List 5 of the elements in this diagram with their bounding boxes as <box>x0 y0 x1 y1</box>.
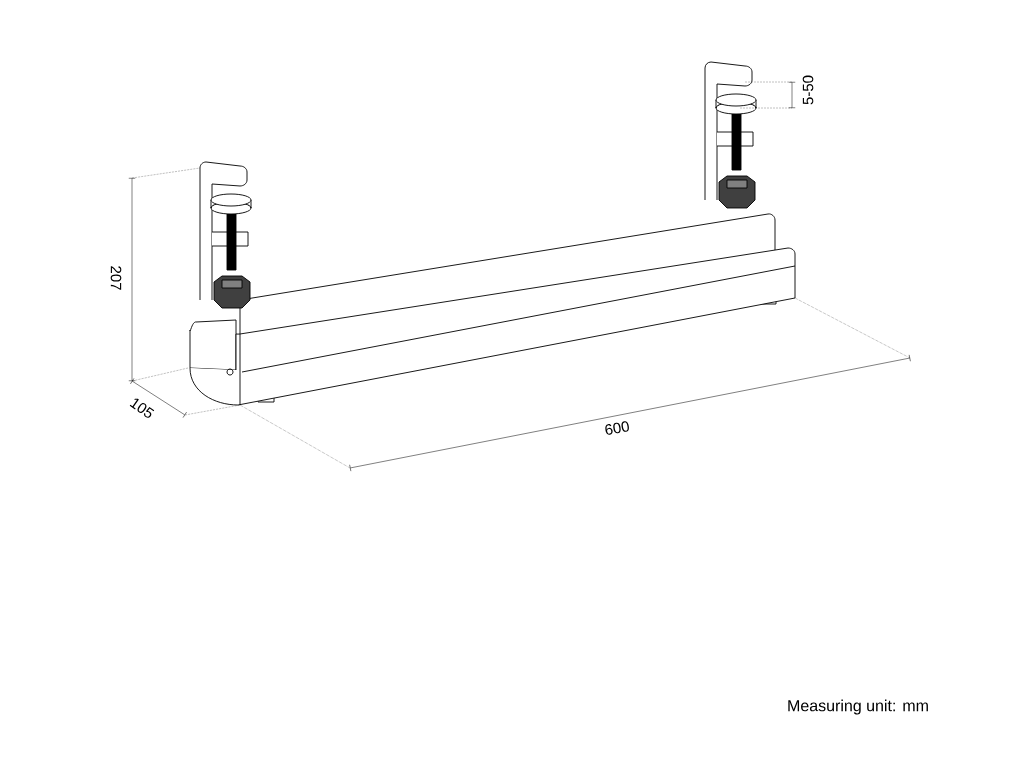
dimension-label: 5-50 <box>802 75 814 105</box>
note-text: Measuring unit: mm <box>788 699 928 715</box>
dimension-label: 207 <box>110 266 122 290</box>
dimension-label: 600 <box>605 421 629 435</box>
dimension-label: 105 <box>129 398 155 418</box>
